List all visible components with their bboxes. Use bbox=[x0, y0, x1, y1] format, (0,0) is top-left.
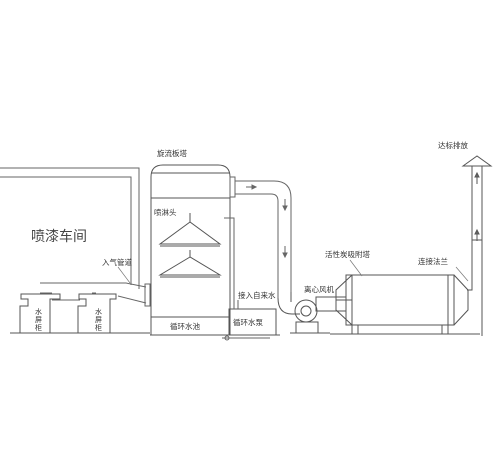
carbon-tower bbox=[330, 274, 480, 335]
spray-label: 喷淋头 bbox=[154, 207, 177, 217]
flange-label: 连接法兰 bbox=[418, 256, 448, 266]
tower-outlet-duct bbox=[229, 176, 292, 298]
water-cabinet-left bbox=[19, 293, 61, 333]
fan-label: 离心风机 bbox=[304, 284, 334, 294]
tap-water-label: 接入自来水 bbox=[238, 290, 276, 300]
flange-leader bbox=[455, 266, 469, 282]
water-cabinet-right-label: 水屏柜 bbox=[95, 307, 102, 332]
water-cabinet-right bbox=[77, 293, 117, 333]
tower-label: 旋流板塔 bbox=[157, 148, 187, 158]
water-cabinet-left-label: 水屏柜 bbox=[35, 307, 42, 332]
inlet-duct bbox=[40, 282, 151, 307]
spray-head-upper bbox=[158, 213, 222, 247]
circ-pool-label: 循环水池 bbox=[170, 321, 200, 331]
centrifugal-fan bbox=[277, 292, 347, 334]
exhaust-label: 达标排放 bbox=[438, 140, 468, 150]
workshop-building bbox=[0, 167, 140, 289]
carbon-tower-label: 活性炭吸附塔 bbox=[325, 249, 370, 259]
workshop-label: 喷漆车间 bbox=[31, 228, 87, 245]
inlet-pipe-label: 入气管道 bbox=[102, 257, 132, 267]
water-pipes bbox=[222, 217, 270, 341]
spray-head-lower bbox=[158, 250, 222, 278]
exhaust-stack bbox=[461, 155, 493, 336]
rotary-plate-tower bbox=[150, 164, 231, 335]
carbon-tower-leader bbox=[349, 259, 363, 277]
inlet-pipe-leader bbox=[117, 266, 131, 284]
circ-pump-label: 循环水泵 bbox=[233, 317, 263, 327]
